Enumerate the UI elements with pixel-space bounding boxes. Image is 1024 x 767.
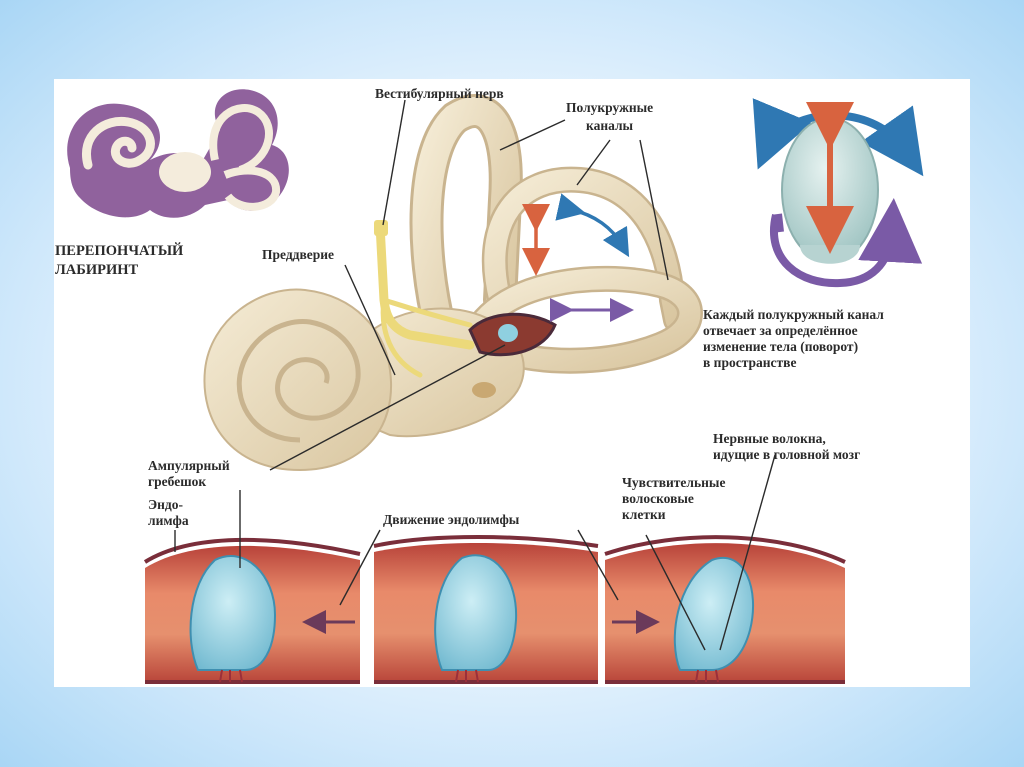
semicircular-canals-label-1: Полукружные xyxy=(566,100,653,115)
ampulla-section-1 xyxy=(143,537,361,684)
membranous-labyrinth-illustration: ПЕРЕПОНЧАТЫЙ ЛАБИРИНТ xyxy=(55,89,289,278)
nerve-fibers-label-1: Нервные волокна, xyxy=(713,431,826,446)
nerve-fibers-label-2: идущие в головной мозг xyxy=(713,447,860,462)
ampullary-crest-label-1: Ампулярный xyxy=(148,458,230,473)
ampulla-section-2 xyxy=(373,535,599,684)
head-rotation-illustration xyxy=(752,98,924,288)
leader-lines xyxy=(174,99,776,651)
semicircular-canals-label-2: каналы xyxy=(586,118,634,133)
ampulla-sections xyxy=(143,535,846,684)
caption-line-2: отвечает за определённое xyxy=(703,323,858,338)
vestibule-label: Преддверие xyxy=(262,247,334,262)
membranous-label-2: ЛАБИРИНТ xyxy=(55,262,139,278)
caption-line-3: изменение тела (поворот) xyxy=(703,339,858,354)
membranous-label-1: ПЕРЕПОНЧАТЫЙ xyxy=(55,242,184,259)
ampulla-section-3 xyxy=(604,535,846,684)
hair-cells-label-1: Чувствительные xyxy=(622,475,725,490)
caption-line-4: в пространстве xyxy=(703,355,796,370)
endolymph-label-1: Эндо- xyxy=(148,497,183,512)
caption-line-1: Каждый полукружный канал xyxy=(703,307,884,322)
labels: Вестибулярный нерв Полукружные каналы Пр… xyxy=(148,86,884,528)
endolymph-motion-label: Движение эндолимфы xyxy=(383,512,520,527)
hair-cells-label-3: клетки xyxy=(622,507,666,522)
ampullary-crest-label-2: гребешок xyxy=(148,474,206,489)
endolymph-label-2: лимфа xyxy=(148,513,189,528)
hair-cells-label-2: волосковые xyxy=(622,491,694,506)
vestibular-nerve-label: Вестибулярный нерв xyxy=(375,86,504,101)
